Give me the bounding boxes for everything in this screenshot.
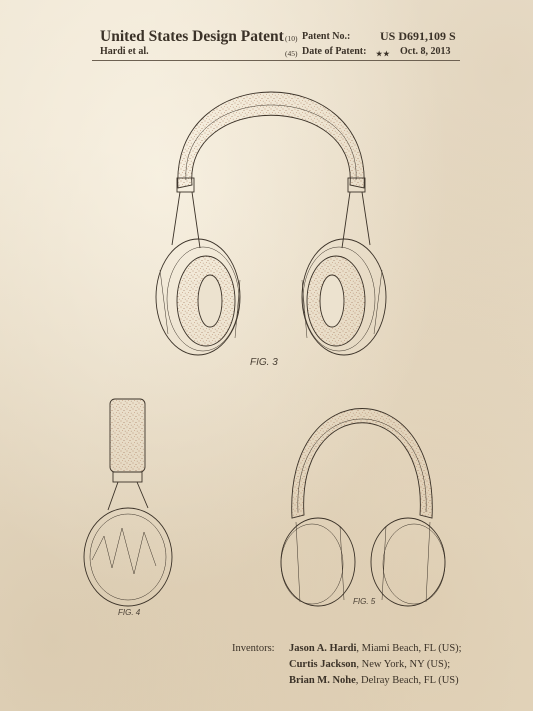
patent-no-value: US D691,109 S [380, 29, 456, 43]
inventor-row: Jason A. Hardi, Miami Beach, FL (US); [289, 641, 462, 657]
patent-title: United States Design Patent [100, 28, 284, 45]
date-value: Oct. 8, 2013 [400, 46, 451, 57]
fig3-headphones [155, 91, 387, 356]
inventor-location: , Miami Beach, FL (US); [356, 643, 462, 654]
date-stars: ★★ [376, 50, 391, 58]
date-code: (45) [285, 49, 298, 58]
fig4-hinge [112, 471, 143, 483]
fig5-right-earcup [370, 517, 446, 607]
patent-no-code: (10) [285, 34, 298, 43]
fig3-right-hinge [347, 177, 366, 193]
date-label: Date of Patent: [302, 46, 367, 57]
fig3-right-slider [341, 191, 371, 249]
fig4-headband [109, 398, 146, 473]
header-rule [92, 60, 460, 61]
inventor-name: Curtis Jackson [289, 659, 357, 670]
inventor-location: , Delray Beach, FL (US) [355, 675, 459, 686]
fig4-earcup [83, 507, 173, 607]
inventor-name: Brian M. Nohe [289, 675, 356, 686]
inventor-short: Hardi et al. [100, 46, 149, 57]
fig3-label: FIG. 3 [250, 357, 278, 368]
inventors-label: Inventors: [232, 643, 275, 654]
patent-header: United States Design Patent Hardi et al.… [0, 0, 533, 70]
fig3-right-earcup [301, 238, 387, 356]
fig5-left-earcup [280, 517, 356, 607]
inventor-location: , New York, NY (US); [356, 659, 451, 670]
fig3-left-slider [171, 191, 201, 249]
patent-no-label: Patent No.: [302, 31, 351, 42]
fig3-left-earcup [155, 238, 241, 356]
fig4-yoke [107, 481, 149, 511]
fig3-left-hinge [176, 177, 195, 193]
fig5-headband [291, 408, 433, 519]
inventor-row: Curtis Jackson, New York, NY (US); [289, 657, 450, 673]
inventor-row: Brian M. Nohe, Delray Beach, FL (US) [289, 673, 459, 689]
fig4-label: FIG. 4 [118, 608, 141, 617]
fig5-headphones [280, 408, 446, 607]
fig4-earcup-inner [89, 513, 167, 601]
fig5-label: FIG. 5 [353, 597, 376, 606]
fig4-headphone-side [83, 398, 173, 607]
inventor-name: Jason A. Hardi [289, 643, 357, 654]
fig3-headband [177, 91, 365, 189]
fig4-reflection [91, 527, 157, 575]
